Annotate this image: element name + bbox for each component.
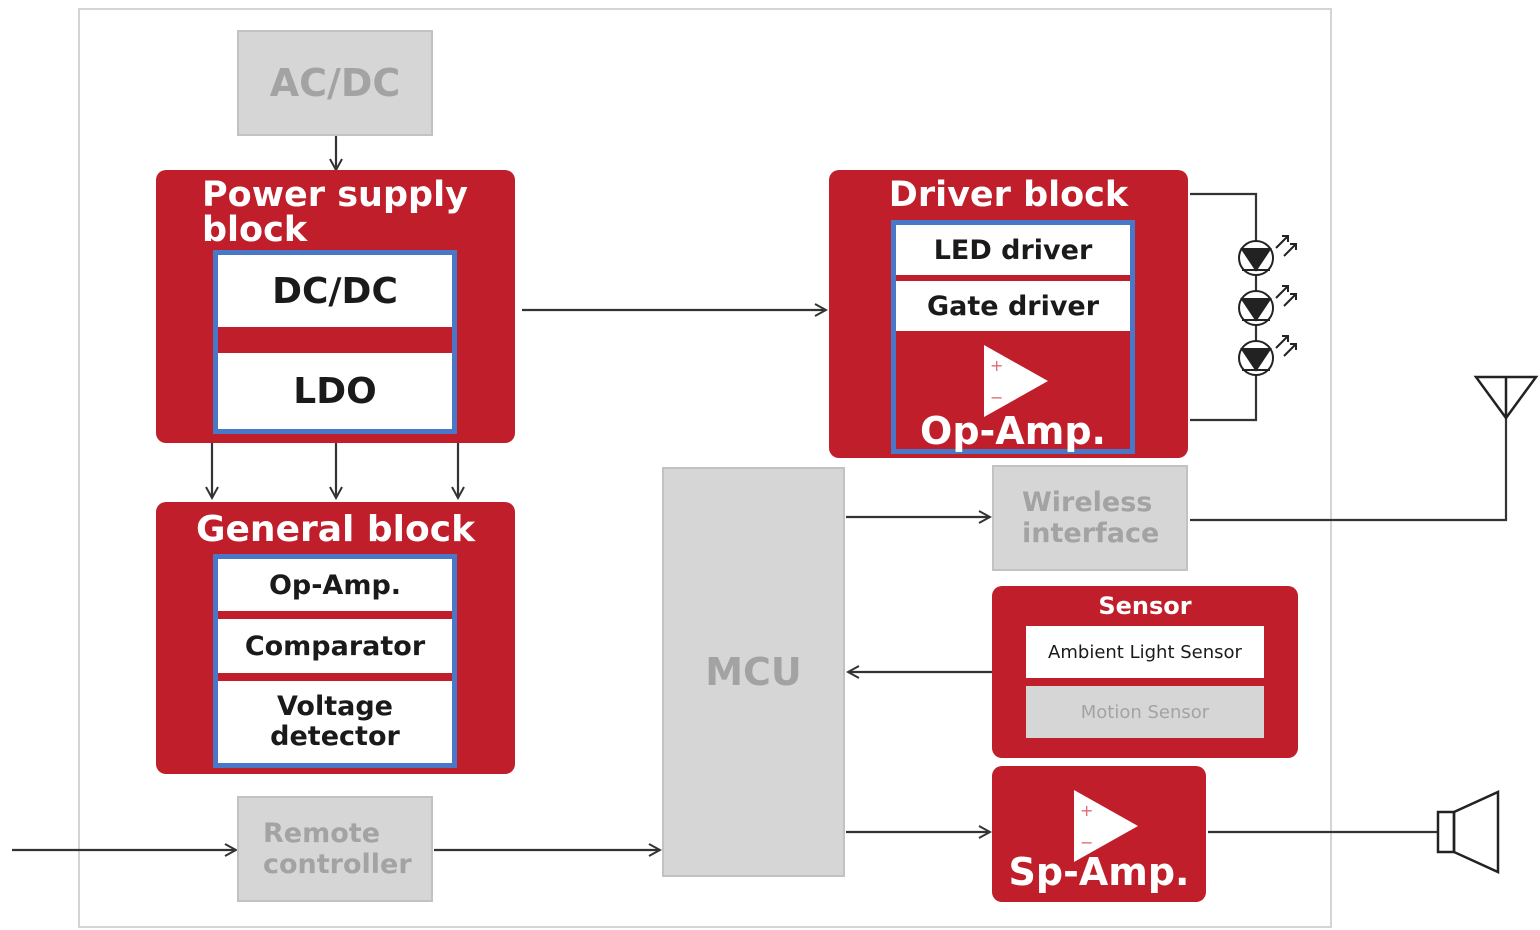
power-supply-block: Power supply block DC/DC LDO [156, 170, 515, 443]
motion-sensor-cell: Motion Sensor [1026, 686, 1264, 738]
op-amp-label: Op-Amp. [268, 569, 402, 601]
system-frame [78, 8, 1332, 928]
gate-driver-label: Gate driver [926, 290, 1100, 322]
general-block: General block Op-Amp. Comparator Voltage… [156, 502, 515, 774]
sensor-block: Sensor Ambient Light Sensor Motion Senso… [992, 586, 1298, 758]
motion-sensor-label: Motion Sensor [1080, 701, 1210, 723]
voltage-detector-label: Voltage detector [270, 691, 400, 752]
general-inner: Op-Amp. Comparator Voltage detector [213, 554, 457, 768]
svg-text:+: + [990, 356, 1003, 375]
wireless-to-antenna-line [1190, 418, 1508, 522]
led-driver-cell: LED driver [896, 225, 1130, 275]
driver-block: Driver block LED driver Gate driver + − … [829, 170, 1188, 458]
wireless-interface-box: Wireless interface [992, 465, 1188, 571]
svg-text:−: − [990, 388, 1003, 407]
antenna-icon [1473, 375, 1539, 421]
ac-dc-label: AC/DC [269, 61, 401, 105]
gate-driver-cell: Gate driver [896, 281, 1130, 331]
driver-block-title: Driver block [888, 175, 1129, 215]
remote-controller-label: Remote controller [263, 817, 412, 880]
ambient-light-sensor-label: Ambient Light Sensor [1048, 641, 1242, 663]
dc-dc-cell: DC/DC [218, 255, 452, 327]
voltage-detector-cell: Voltage detector [218, 681, 452, 763]
sp-amp-triangle-icon: + − [1074, 790, 1138, 862]
dc-dc-label: DC/DC [272, 270, 398, 312]
speaker-icon [1436, 790, 1500, 874]
mcu-label: MCU [705, 650, 802, 694]
led-driver-label: LED driver [933, 234, 1093, 266]
comparator-cell: Comparator [218, 619, 452, 673]
comparator-label: Comparator [244, 630, 426, 662]
power-supply-title: Power supply block [202, 175, 468, 250]
remote-controller-box: Remote controller [237, 796, 433, 902]
svg-text:+: + [1080, 801, 1093, 820]
led-icon-3 [1238, 335, 1297, 376]
driver-op-amp-label: Op-Amp. [920, 409, 1106, 453]
op-amp-cell: Op-Amp. [218, 559, 452, 611]
driver-inner: LED driver Gate driver + − Op-Amp. [891, 220, 1135, 454]
sensor-title: Sensor [1098, 592, 1192, 620]
power-supply-inner: DC/DC LDO [213, 250, 457, 434]
sp-amp-label: Sp-Amp. [1008, 850, 1190, 894]
led-icon-2 [1238, 285, 1297, 326]
svg-text:−: − [1080, 833, 1093, 852]
wireless-interface-label: Wireless interface [1022, 486, 1160, 549]
ldo-cell: LDO [218, 353, 452, 429]
ldo-label: LDO [293, 370, 377, 412]
general-block-title: General block [195, 509, 476, 550]
mcu-box: MCU [662, 467, 845, 877]
ac-dc-box: AC/DC [237, 30, 433, 136]
ambient-light-sensor-cell: Ambient Light Sensor [1026, 626, 1264, 678]
op-amp-triangle-icon: + − [984, 345, 1048, 417]
sp-amp-block: + − Sp-Amp. [992, 766, 1206, 902]
led-icon-1 [1238, 235, 1297, 276]
